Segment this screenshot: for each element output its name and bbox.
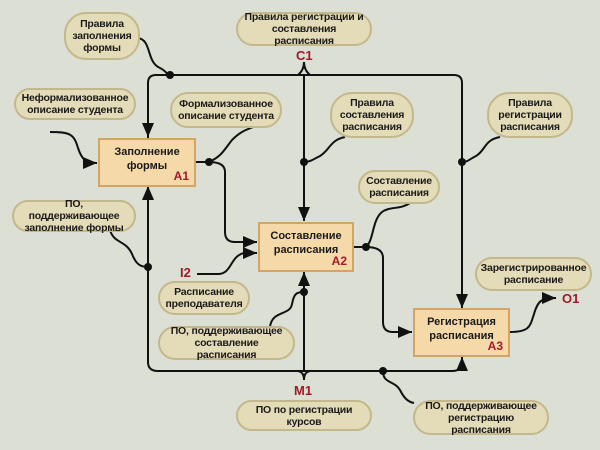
- label-i2: I2: [180, 265, 191, 280]
- note-sw-sched: ПО, поддерживающее составление расписани…: [158, 325, 295, 361]
- note-sw-form: ПО, поддерживающее заполнение формы: [12, 198, 136, 234]
- label-o1: O1: [562, 291, 580, 306]
- note-teacher-sched: Расписание преподавателя: [158, 281, 250, 315]
- junction-dots: [144, 71, 466, 375]
- c1-arrow: [298, 61, 310, 221]
- block-code: A3: [487, 339, 503, 353]
- label-c1: C1: [296, 48, 313, 63]
- block-title: Составление расписания: [270, 230, 342, 256]
- note-formal-desc: Формализованное описание студента: [170, 92, 282, 128]
- note-rules-reg: Правила регистрации расписания: [487, 92, 573, 138]
- note-registered: Зарегистрированное расписание: [475, 257, 592, 291]
- note-sched-out: Составление расписания: [358, 170, 440, 204]
- note-informal-desc: Неформализованное описание студента: [14, 88, 136, 120]
- block-code: A1: [173, 169, 189, 183]
- block-title: Заполнение формы: [114, 145, 180, 172]
- note-sw-reg: ПО, поддерживающее регистрацию расписани…: [413, 400, 549, 436]
- block-title: Регистрация расписания: [427, 315, 496, 342]
- note-rules-sched: Правила составления расписания: [330, 92, 414, 138]
- note-sw-courses: ПО по регистрации курсов: [236, 400, 372, 431]
- block-code: A2: [331, 254, 347, 268]
- block-a3[interactable]: Регистрация расписания A3: [413, 308, 510, 357]
- label-m1: M1: [294, 383, 313, 398]
- note-rules-reg-sched: Правила регистрации и составления распис…: [236, 11, 372, 47]
- note-rules-form: Правила заполнения формы: [64, 12, 140, 60]
- block-a1[interactable]: Заполнение формы A1: [98, 138, 196, 187]
- block-a2[interactable]: Составление расписания A2: [258, 222, 354, 272]
